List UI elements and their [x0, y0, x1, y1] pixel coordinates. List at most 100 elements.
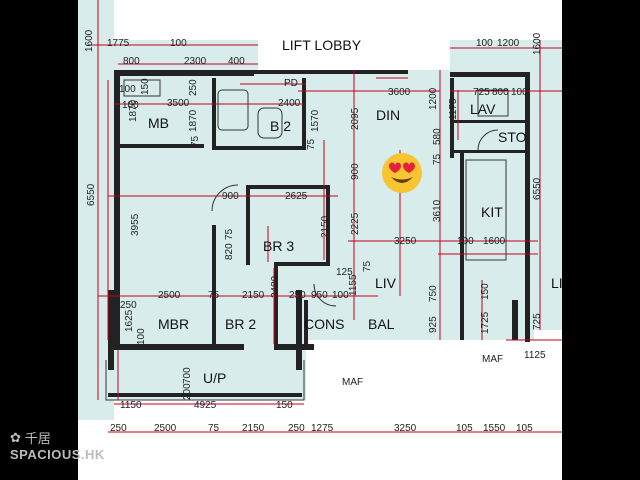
label-li-edge: LI — [551, 275, 562, 291]
wall-cons — [304, 300, 308, 350]
svg-text:1200: 1200 — [497, 38, 520, 49]
wall-top-right — [450, 72, 530, 77]
wall-br3-top — [246, 185, 330, 189]
svg-text:150: 150 — [140, 78, 151, 95]
svg-text:400: 400 — [228, 56, 245, 67]
svg-text:75: 75 — [190, 135, 201, 147]
svg-text:1275: 1275 — [311, 423, 334, 434]
svg-text:700: 700 — [182, 367, 193, 384]
svg-text:2150: 2150 — [320, 215, 331, 238]
dimension-lines — [88, 0, 562, 433]
svg-text:3600: 3600 — [388, 87, 411, 98]
label-br2: BR 2 — [225, 316, 256, 332]
svg-text:100: 100 — [119, 84, 136, 95]
svg-text:1725: 1725 — [480, 311, 491, 334]
wall-mbr-br2 — [212, 225, 216, 345]
label-liv: LIV — [375, 275, 397, 291]
svg-text:2300: 2300 — [184, 56, 207, 67]
svg-text:1600: 1600 — [532, 32, 543, 55]
svg-text:800: 800 — [492, 87, 509, 98]
wall-mb-b2 — [212, 78, 216, 150]
svg-text:6550: 6550 — [86, 183, 97, 206]
svg-text:2150: 2150 — [242, 290, 265, 301]
label-lav: LAV — [470, 101, 496, 117]
svg-text:250: 250 — [110, 423, 127, 434]
svg-text:75: 75 — [208, 423, 220, 434]
floor-plan-drawing: LIFT LOBBY PD MB B 2 DIN LAV STO KIT BR … — [78, 0, 562, 434]
label-pd: PD — [284, 78, 298, 89]
svg-text:200: 200 — [182, 383, 193, 400]
label-cons: CONS — [304, 316, 344, 332]
wall-right — [525, 72, 530, 342]
label-maf-left: MAF — [342, 377, 363, 388]
svg-text:75: 75 — [432, 153, 443, 165]
svg-text:1870: 1870 — [128, 99, 139, 122]
wall-b2-right — [302, 78, 306, 150]
svg-text:1550: 1550 — [483, 423, 506, 434]
lav-basin — [477, 89, 509, 117]
svg-text:900: 900 — [222, 191, 239, 202]
svg-text:75: 75 — [362, 260, 373, 272]
svg-text:100: 100 — [457, 236, 474, 247]
svg-text:3250: 3250 — [394, 423, 417, 434]
svg-text:3610: 3610 — [432, 199, 443, 222]
svg-text:2225: 2225 — [350, 212, 361, 235]
logo-icon: ✿ — [10, 429, 21, 445]
bathtub — [217, 89, 249, 131]
svg-text:925: 925 — [428, 316, 439, 333]
svg-text:150: 150 — [480, 283, 491, 300]
svg-text:100: 100 — [170, 38, 187, 49]
wall-balcony-bottom — [108, 393, 302, 397]
svg-text:75: 75 — [306, 138, 317, 150]
svg-text:2625: 2625 — [285, 191, 308, 202]
wall-bottom-mid — [274, 344, 314, 350]
dimension-numbers: 1775 100 1600 800 2300 400 150 100 3500 … — [84, 29, 546, 434]
balcony-outline — [105, 360, 305, 401]
wall-lav-left — [450, 78, 454, 158]
svg-text:2400: 2400 — [278, 98, 301, 109]
svg-text:105: 105 — [456, 423, 473, 434]
wall-balcony-left — [108, 290, 114, 370]
wall-br3-left — [246, 185, 250, 265]
svg-text:2150: 2150 — [242, 423, 265, 434]
svg-text:250: 250 — [289, 290, 306, 301]
svg-text:1150: 1150 — [120, 400, 142, 411]
svg-text:6550: 6550 — [532, 177, 543, 200]
watermark: ✿ 千居 SPACIOUS.HK — [10, 428, 105, 463]
svg-text:125: 125 — [336, 267, 353, 278]
label-kit: KIT — [481, 204, 503, 220]
label-din: DIN — [376, 107, 400, 123]
svg-text:1175: 1175 — [448, 98, 459, 120]
label-maf-right: MAF — [482, 354, 503, 365]
svg-text:750: 750 — [428, 285, 439, 302]
svg-text:250: 250 — [120, 300, 137, 311]
svg-text:100: 100 — [136, 328, 147, 345]
svg-text:1125: 1125 — [524, 350, 546, 361]
label-b2: B 2 — [270, 118, 291, 134]
svg-text:150: 150 — [276, 400, 293, 411]
wall-br2-right — [274, 262, 278, 347]
svg-text:580: 580 — [432, 128, 443, 145]
svg-text:105: 105 — [516, 423, 533, 434]
svg-text:800: 800 — [123, 56, 140, 67]
svg-text:820: 820 — [224, 243, 235, 260]
kitchen-counter — [465, 159, 507, 261]
svg-text:950: 950 — [311, 290, 328, 301]
svg-text:1155: 1155 — [348, 274, 359, 296]
watermark-top: ✿ 千居 — [10, 428, 105, 447]
floor-plan: LIFT LOBBY PD MB B 2 DIN LAV STO KIT BR … — [78, 0, 562, 480]
sink — [257, 107, 283, 139]
wall-top-mid — [248, 70, 408, 74]
label-bal: BAL — [368, 316, 395, 332]
svg-text:100: 100 — [511, 87, 528, 98]
label-br3: BR 3 — [263, 238, 294, 254]
svg-text:1775: 1775 — [107, 38, 130, 49]
door-swing-cons — [313, 283, 337, 307]
door-swing-sto — [477, 129, 499, 151]
svg-text:75: 75 — [224, 228, 235, 240]
svg-text:3250: 3250 — [394, 236, 417, 247]
svg-text:100: 100 — [476, 38, 493, 49]
wall-br3-bottom — [274, 262, 330, 266]
svg-text:725: 725 — [473, 87, 490, 98]
svg-text:900: 900 — [350, 163, 361, 180]
